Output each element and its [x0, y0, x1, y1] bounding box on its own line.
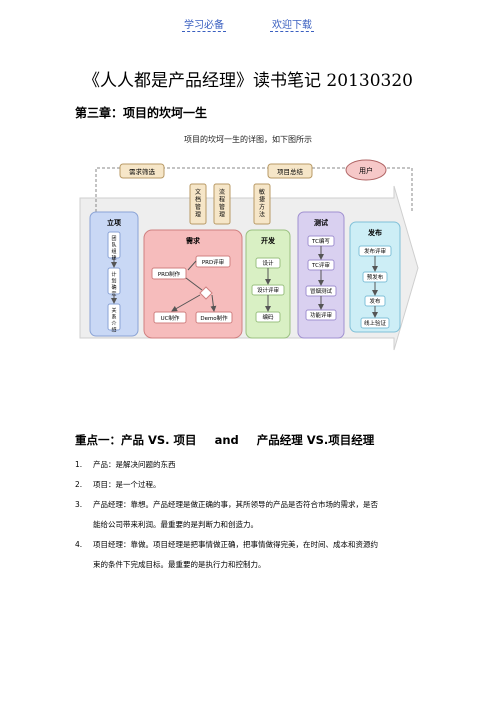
req-filter-label: 需求筛选 [129, 167, 156, 176]
doc-mgmt-box: 文档管理 [189, 183, 207, 225]
agile-label: 敏捷方法 [259, 188, 265, 219]
document-title: 《人人都是产品经理》读书笔记 20130320 [83, 71, 413, 91]
list-item: 3.产品经理：靠想。产品经理是做正确的事，其所领导的产品是否符合市场的需求，是否 [75, 500, 378, 509]
fabu-item-3: 线上验证 [364, 319, 387, 327]
user-box: 用户 [345, 159, 387, 181]
header-left: 学习必备 [182, 16, 226, 32]
figure-caption: 项目的坎坷一生的详图，如下图所示 [184, 135, 312, 144]
project-summary-box: 项目总结 [267, 163, 313, 179]
key-points-list: 1.产品：是解决问题的东西 2.项目：是一个过程。 3.产品经理：靠想。产品经理… [75, 455, 425, 575]
stage-ceshi: 测试 TC编写 TC评审 冒烟测试 功能评审 [297, 211, 345, 339]
xuqiu-item-prd-review: PRD评审 [202, 258, 225, 266]
stage-kaifa-title: 开发 [261, 236, 276, 245]
feedback-loop-line [95, 167, 413, 212]
stage-lixiang: 立项 团队组建 计划确定 关系介绍 [89, 211, 139, 337]
process-mgmt-label: 流程管理 [219, 188, 225, 219]
kaifa-item-2: 编码 [262, 313, 274, 321]
fabu-item-0: 发布评审 [364, 247, 387, 255]
section-heading-and: and [214, 433, 239, 447]
kaifa-item-1: 设计评审 [257, 286, 280, 294]
xuqiu-item-demo-make: Demo制作 [200, 314, 228, 322]
user-label: 用户 [359, 166, 373, 175]
section-heading-left: 重点一：产品 VS. 项目 [75, 433, 197, 447]
ceshi-item-0: TC编写 [311, 237, 330, 245]
doc-mgmt-label: 文档管理 [195, 188, 201, 219]
lixiang-item-0: 团队组建 [111, 236, 116, 262]
stage-fabu-title: 发布 [367, 228, 382, 237]
chapter-heading: 第三章：项目的坎坷一生 [75, 106, 208, 120]
agile-box: 敏捷方法 [253, 183, 271, 225]
section-heading: 重点一：产品 VS. 项目 and 产品经理 VS.项目经理 [75, 432, 374, 448]
stage-xuqiu-title: 需求 [186, 236, 201, 245]
fabu-item-2: 发布 [369, 297, 381, 305]
stage-fabu: 发布 发布评审 预发布 发布 线上验证 [349, 221, 401, 333]
xuqiu-item-uc-make: UC制作 [161, 314, 180, 322]
ceshi-item-2: 冒烟测试 [310, 287, 333, 295]
stage-ceshi-title: 测试 [314, 218, 328, 227]
list-item-continuation: 束的条件下完成目标。最重要的是执行力和控制力。 [93, 560, 266, 569]
project-lifecycle-diagram: 需求筛选 项目总结 用户 文档管理 流程管理 敏捷方法 立项 团队组建 计划确定… [79, 159, 419, 351]
fabu-item-1: 预发布 [367, 273, 384, 281]
req-filter-box: 需求筛选 [119, 163, 165, 179]
lixiang-item-2: 关系介绍 [111, 307, 116, 334]
ceshi-item-1: TC评审 [311, 261, 330, 269]
project-summary-label: 项目总结 [277, 167, 304, 176]
process-mgmt-box: 流程管理 [213, 183, 231, 225]
stage-lixiang-title: 立项 [107, 218, 121, 227]
page-header: 学习必备 欢迎下载 [0, 16, 496, 32]
list-item: 4.项目经理：靠做。项目经理是把事情做正确，把事情做得完美，在时间、成本和资源约 [75, 540, 378, 549]
xuqiu-item-prd-make: PRD制作 [158, 270, 181, 278]
kaifa-item-0: 设计 [262, 259, 274, 267]
list-item: 2.项目：是一个过程。 [75, 480, 161, 489]
ceshi-item-3: 功能评审 [310, 311, 333, 319]
lixiang-item-1: 计划确定 [111, 271, 116, 298]
list-item-continuation: 能给公司带来利润。最重要的是判断力和创造力。 [93, 520, 258, 529]
stage-kaifa: 开发 设计 设计评审 编码 [245, 229, 291, 339]
stage-xuqiu: 需求 PRD评审 PRD制作 UC制作 Demo制作 [143, 229, 243, 339]
header-right: 欢迎下载 [270, 16, 314, 32]
section-heading-right: 产品经理 VS.项目经理 [256, 433, 375, 447]
list-item: 1.产品：是解决问题的东西 [75, 460, 176, 469]
